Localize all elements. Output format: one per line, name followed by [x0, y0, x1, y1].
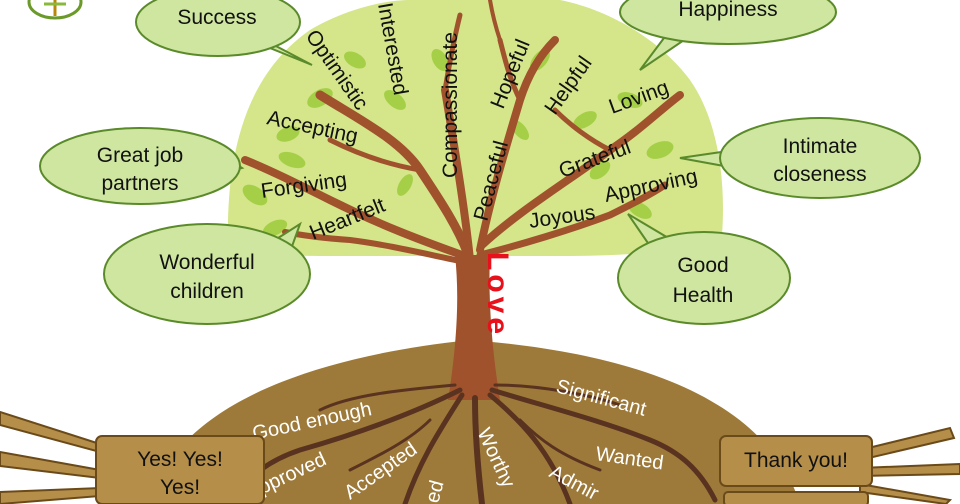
bubble-great-job-line2: partners — [101, 172, 178, 195]
sign-yes-line1: Yes! Yes! — [137, 448, 223, 471]
center-love-label: Love — [481, 252, 514, 338]
bubble-great-job: Great job partners — [39, 127, 245, 205]
bubble-intimate: Intimate closeness — [679, 117, 921, 199]
bubble-health-line2: Health — [673, 284, 734, 307]
sign-thanks-line1: Thank you! — [744, 449, 848, 472]
bubble-intimate-line1: Intimate — [783, 135, 858, 158]
bubble-health-line1: Good — [677, 254, 728, 277]
tree-branches — [241, 0, 684, 265]
bubble-children-line2: children — [170, 280, 244, 303]
bubble-children-line1: Wonderful — [159, 251, 254, 274]
bubble-success: Success — [135, 0, 313, 66]
tree-trunk — [448, 255, 500, 400]
bubble-happiness-line1: Happiness — [678, 0, 777, 21]
bubble-health: Good Health — [617, 213, 791, 325]
bubble-intimate-line2: closeness — [773, 163, 866, 186]
bubble-great-job-line1: Great job — [97, 144, 183, 167]
bubble-happiness: Happiness — [619, 0, 837, 71]
bubble-success-line1: Success — [177, 6, 256, 29]
sign-yes-line2: Yes! — [160, 476, 200, 499]
word-compassionate: Compassionate — [439, 32, 462, 178]
bubble-children: Wonderful children — [103, 221, 311, 325]
sign-yes: Yes! Yes! Yes! — [0, 410, 265, 504]
sign-thanks: Thank you! — [719, 426, 960, 504]
tree-logo-icon — [27, 0, 83, 20]
